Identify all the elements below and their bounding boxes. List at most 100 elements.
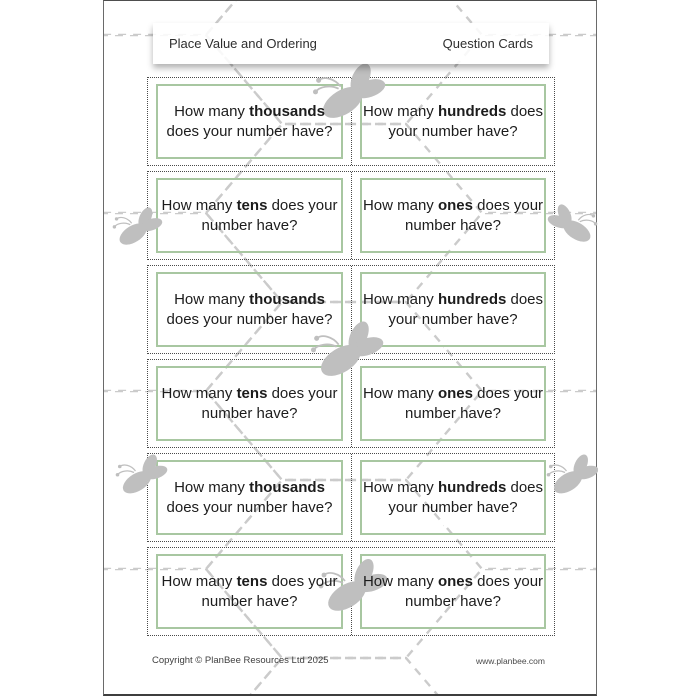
question-text-segment: thousands	[249, 102, 325, 120]
question-text-segment: hundreds	[437, 102, 507, 120]
question-text-segment: How many	[174, 102, 250, 120]
question-text-segment: number have?	[405, 404, 501, 422]
question-text-segment: How many	[161, 572, 237, 590]
question-text-line: How many tens does your	[162, 572, 338, 592]
question-text-segment: does your number have?	[166, 498, 333, 516]
question-text-segment: tens	[236, 196, 268, 214]
question-text-segment: your number have?	[388, 122, 518, 140]
question-text-line: How many tens does your	[162, 384, 338, 404]
question-text-line: number have?	[363, 404, 543, 424]
question-text-segment: How many	[362, 384, 438, 402]
question-text-line: How many thousands	[167, 102, 333, 122]
question-text-segment: does	[506, 290, 544, 308]
question-text-segment: How many	[362, 196, 438, 214]
question-text-line: number have?	[162, 592, 338, 612]
question-text-line: How many thousands	[167, 478, 333, 498]
question-text-segment: How many	[362, 290, 438, 308]
question-text-line: How many hundreds does	[363, 102, 543, 122]
copyright-text: Copyright © PlanBee Resources Ltd 2025	[152, 655, 329, 666]
question-text-segment: How many	[362, 478, 438, 496]
question-text-segment: number have?	[405, 592, 501, 610]
question-text-segment: hundreds	[437, 478, 507, 496]
question-text-segment: does your	[267, 196, 338, 214]
header-bar: Place Value and Ordering Question Cards	[153, 23, 549, 64]
question-text-segment: does your	[473, 384, 544, 402]
question-text-segment: ones	[437, 384, 473, 402]
question-text-segment: number have?	[201, 216, 298, 234]
question-text-line: number have?	[162, 216, 338, 236]
question-text-line: How many ones does your	[363, 384, 543, 404]
question-text-line: How many hundreds does	[363, 478, 543, 498]
question-text-line: number have?	[363, 592, 543, 612]
question-text-segment: tens	[236, 384, 268, 402]
question-text-line: your number have?	[363, 310, 543, 330]
question-text-segment: thousands	[249, 478, 325, 496]
question-text-line: your number have?	[363, 122, 543, 142]
question-text-segment: How many	[174, 290, 250, 308]
question-text-segment: hundreds	[437, 290, 507, 308]
question-text-segment: does	[506, 102, 544, 120]
page-title: Place Value and Ordering	[169, 36, 317, 51]
question-text-segment: number have?	[405, 216, 501, 234]
question-text-line: How many tens does your	[162, 196, 338, 216]
question-text-segment: does your	[267, 384, 338, 402]
question-text-line: your number have?	[363, 498, 543, 518]
question-text-segment: does your	[473, 196, 544, 214]
website-text: www.planbee.com	[476, 656, 545, 666]
question-text-line: does your number have?	[167, 122, 333, 142]
question-text-segment: How many	[362, 572, 438, 590]
question-text-line: How many ones does your	[363, 196, 543, 216]
question-text-line: number have?	[363, 216, 543, 236]
question-text-line: How many hundreds does	[363, 290, 543, 310]
worksheet-page: Place Value and Ordering Question Cards …	[103, 0, 598, 696]
question-text-segment: does your number have?	[166, 310, 333, 328]
question-text-segment: thousands	[249, 290, 325, 308]
question-text-line: How many thousands	[167, 290, 333, 310]
question-text-line: How many ones does your	[363, 572, 543, 592]
question-text-segment: How many	[174, 478, 250, 496]
question-text-segment: does	[506, 478, 544, 496]
question-text-segment: How many	[362, 102, 438, 120]
question-text-segment: number have?	[201, 404, 298, 422]
question-text-line: number have?	[162, 404, 338, 424]
